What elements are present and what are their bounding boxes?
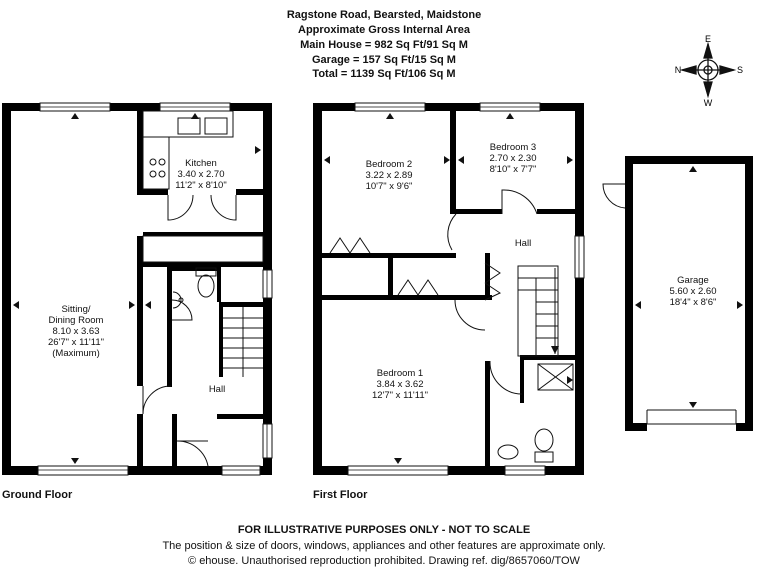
first-floor-plan [313,102,585,476]
compass-e: E [705,34,711,44]
garage-imperial: 18'4" x 8'6" [670,297,717,308]
address-title: Ragstone Road, Bearsted, Maidstone [286,9,482,21]
disclaimer: FOR ILLUSTRATIVE PURPOSES ONLY - NOT TO … [237,524,531,536]
garage-plan [602,156,753,431]
bedroom2-imperial: 10'7" x 9'6" [366,181,413,192]
bedroom1-imperial: 12'7" x 11'11" [372,390,428,401]
main-house-area: Main House = 982 Sq Ft/91 Sq M [300,39,468,51]
garage-name: Garage [677,275,709,286]
sitting-room-note: (Maximum) [52,348,100,359]
total-area: Total = 1139 Sq Ft/106 Sq M [312,68,456,80]
sitting-room-imperial: 26'7" x 11'11" [48,337,104,348]
garage-metric: 5.60 x 2.60 [669,286,716,297]
bedroom1-name: Bedroom 1 [377,368,423,379]
bedroom1-metric: 3.84 x 3.62 [376,379,423,390]
compass-n: N [675,65,682,75]
kitchen-imperial: 11'2" x 8'10" [175,180,226,191]
compass-s: S [737,65,743,75]
sitting-room-metric: 8.10 x 3.63 [52,326,99,337]
bedroom3-imperial: 8'10" x 7'7" [490,164,537,175]
area-title: Approximate Gross Internal Area [298,24,470,36]
compass-icon [679,41,737,99]
first-hall-name: Hall [515,238,531,249]
compass-w: W [704,98,713,108]
first-floor-label: First Floor [313,489,368,501]
ground-floor-plan [2,102,273,476]
bedroom3-metric: 2.70 x 2.30 [489,153,536,164]
sitting-room-name: Sitting/ [61,304,90,315]
sitting-room-name-2: Dining Room [49,315,104,326]
copyright: © ehouse. Unauthorised reproduction proh… [188,555,580,567]
footer-note: The position & size of doors, windows, a… [162,540,606,552]
bedroom2-name: Bedroom 2 [366,159,412,170]
kitchen-metric: 3.40 x 2.70 [177,169,224,180]
garage-area: Garage = 157 Sq Ft/15 Sq M [312,54,456,66]
bedroom2-metric: 3.22 x 2.89 [365,170,412,181]
bedroom3-name: Bedroom 3 [490,142,536,153]
ground-floor-label: Ground Floor [2,489,73,501]
kitchen-name: Kitchen [185,158,217,169]
ground-hall-name: Hall [209,384,225,395]
